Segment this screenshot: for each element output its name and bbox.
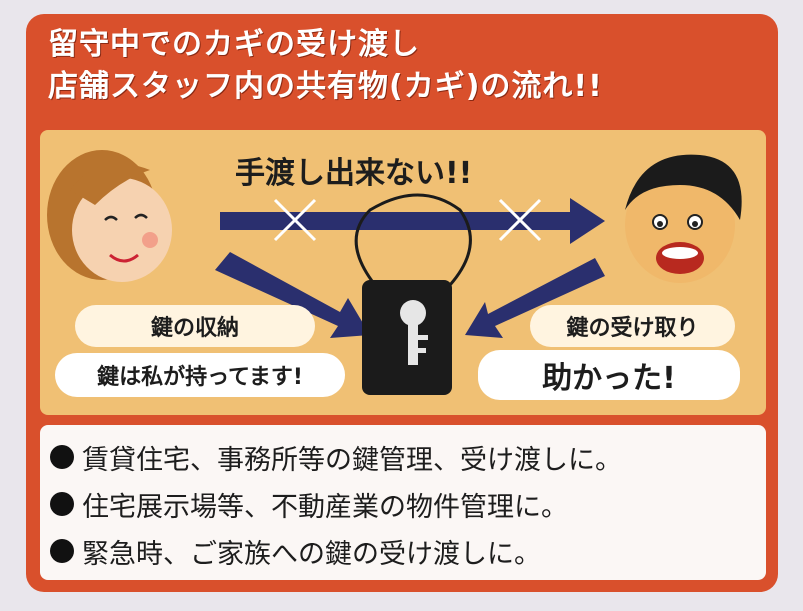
list-item-text: 賃貸住宅、事務所等の鍵管理、受け渡しに。 xyxy=(82,444,622,476)
right-caption: 鍵の受け取り xyxy=(566,316,699,341)
title-line-1: 留守中でのカギの受け渡し xyxy=(48,27,420,62)
bullet-dot-icon xyxy=(50,539,74,563)
usage-list xyxy=(40,425,766,580)
top-caption: 手渡し出来ない!! xyxy=(235,156,473,191)
list-item-text: 緊急時、ご家族への鍵の受け渡しに。 xyxy=(82,538,541,570)
key-handover-illustration xyxy=(47,150,742,395)
list-item: 住宅展示場等、不動産業の物件管理に。 xyxy=(50,484,568,524)
left-speech: 鍵は私が持ってます! xyxy=(97,365,303,390)
left-speech-bubble: 鍵は私が持ってます! xyxy=(55,353,345,397)
right-caption-bubble: 鍵の受け取り xyxy=(530,305,735,347)
blocked-handover-arrow xyxy=(220,198,605,244)
bullet-dot-icon xyxy=(50,492,74,516)
key-lockbox xyxy=(354,193,472,395)
list-item: 賃貸住宅、事務所等の鍵管理、受け渡しに。 xyxy=(50,437,622,477)
right-speech: 助かった! xyxy=(542,361,676,396)
retrieve-key-arrow xyxy=(465,258,605,338)
bullet-dot-icon xyxy=(50,445,74,469)
list-item-text: 住宅展示場等、不動産業の物件管理に。 xyxy=(82,491,568,523)
list-item: 緊急時、ご家族への鍵の受け渡しに。 xyxy=(50,531,541,571)
right-speech-bubble: 助かった! xyxy=(478,350,740,400)
left-caption-bubble: 鍵の収納 xyxy=(75,305,315,347)
store-key-arrow xyxy=(215,252,370,338)
man-illustration xyxy=(625,154,742,283)
header-title: 留守中でのカギの受け渡し 店舗スタッフ内の共有物(カギ)の流れ!! xyxy=(48,24,768,108)
woman-illustration xyxy=(47,150,172,282)
left-caption: 鍵の収納 xyxy=(150,316,239,341)
title-line-2: 店舗スタッフ内の共有物(カギ)の流れ!! xyxy=(48,69,603,104)
